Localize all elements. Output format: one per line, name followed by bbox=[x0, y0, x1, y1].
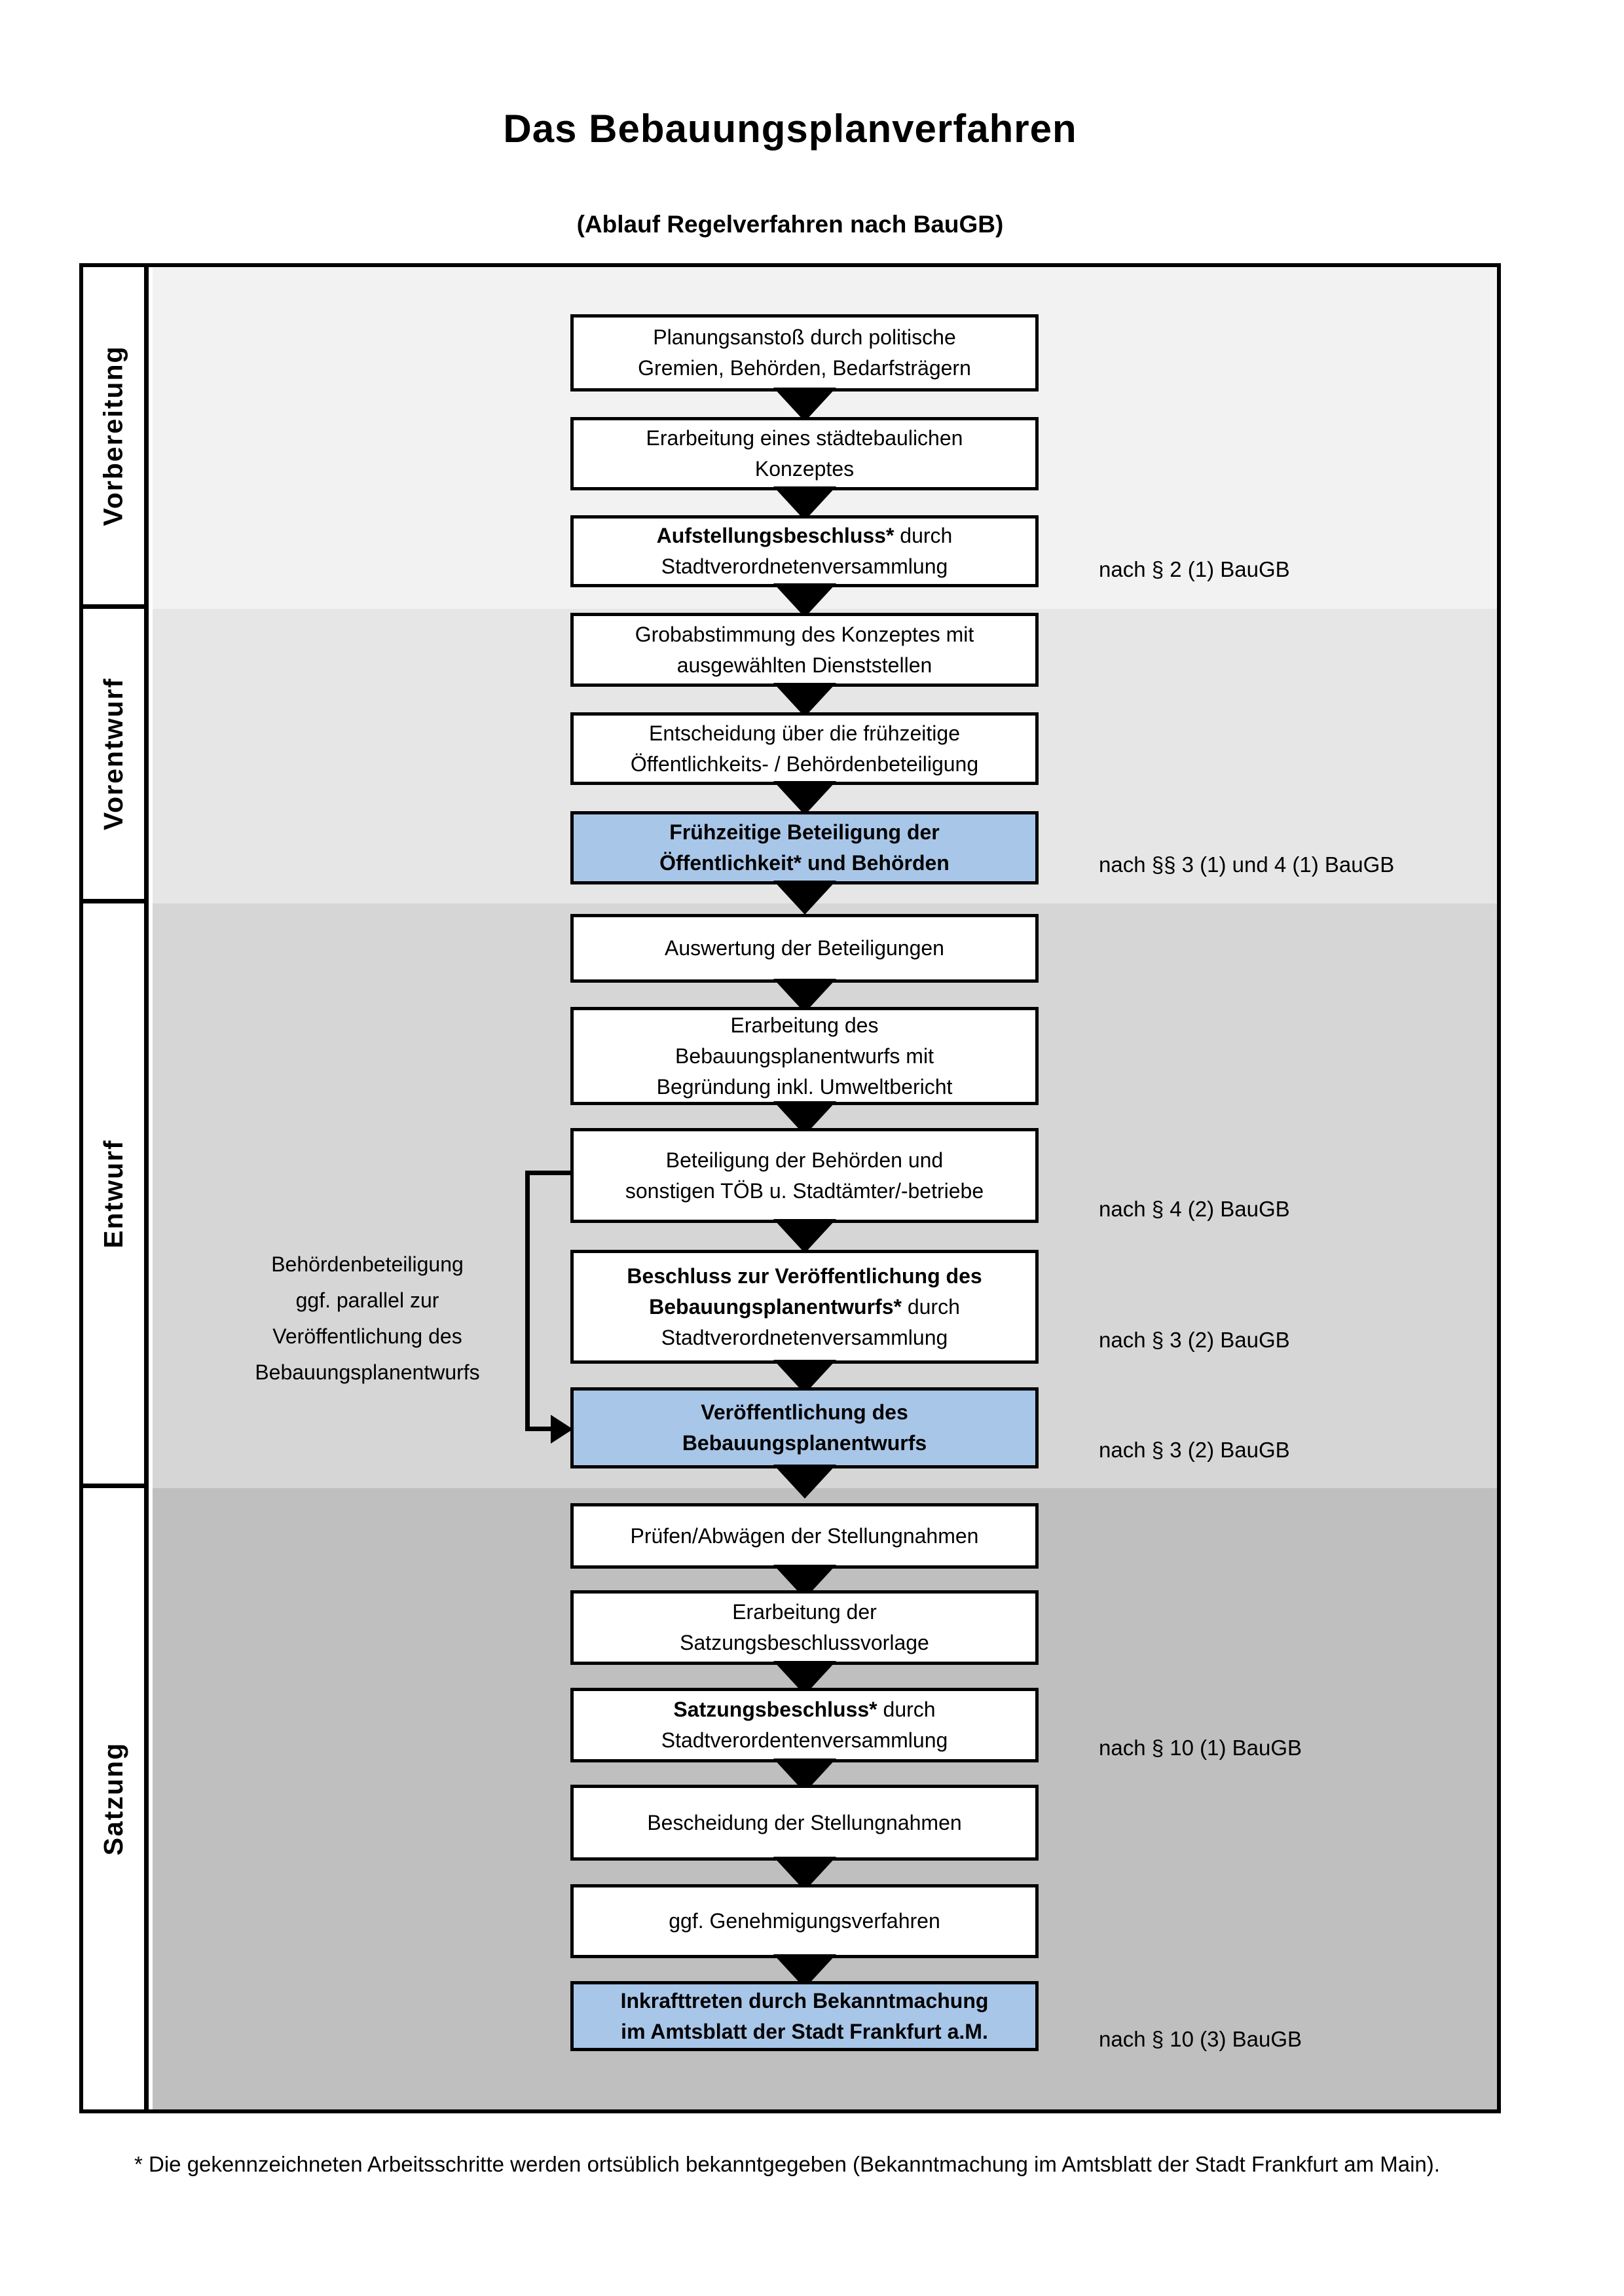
flow-arrow-down-icon bbox=[773, 486, 836, 520]
flow-box-line: Stadtverordentenversammlung bbox=[661, 1728, 948, 1752]
flow-box-line: Satzungsbeschlussvorlage bbox=[680, 1631, 929, 1654]
legal-reference-inkrafttreten: nach § 10 (3) BauGB bbox=[1099, 2027, 1302, 2051]
page-subtitle: (Ablauf Regelverfahren nach BauGB) bbox=[576, 211, 1004, 238]
flow-box-grobabstimmung: Grobabstimmung des Konzeptes mit ausgewäh… bbox=[570, 613, 1039, 687]
side-annotation-line: ggf. parallel zur bbox=[295, 1288, 439, 1312]
phase-label-satzung: Satzung bbox=[98, 1741, 128, 1856]
legal-reference-beschluss-veroeffentlichung: nach § 3 (2) BauGB bbox=[1099, 1328, 1290, 1352]
phase-label-cell-vorentwurf: Vorentwurf bbox=[83, 609, 149, 903]
flow-box-genehmigungsverfahren: ggf. Genehmigungsverfahren bbox=[570, 1884, 1039, 1958]
flow-arrow-down-icon bbox=[773, 881, 836, 915]
flowchart-frame: Vorbereitung Vorentwurf Entwurf Satzung … bbox=[79, 263, 1501, 2113]
flow-box-line: Öffentlichkeit* und Behörden bbox=[659, 851, 950, 875]
footnote: * Die gekennzeichneten Arbeitsschritte w… bbox=[134, 2152, 1440, 2176]
flow-box-line: Auswertung der Beteiligungen bbox=[665, 936, 944, 960]
flow-box-line: Beteiligung der Behörden und bbox=[665, 1148, 944, 1172]
flow-box-line: Begründung inkl. Umweltbericht bbox=[656, 1074, 953, 1099]
phase-label-cell-satzung: Satzung bbox=[83, 1488, 149, 2109]
bracket-bottom-segment bbox=[525, 1427, 554, 1431]
flow-box-line: Erarbeitung des bbox=[730, 1013, 879, 1037]
phase-label-cell-vorbereitung: Vorbereitung bbox=[83, 267, 149, 609]
legal-reference-fruehzeitige-beteiligung: nach §§ 3 (1) und 4 (1) BauGB bbox=[1099, 852, 1395, 877]
phase-label-vorentwurf: Vorentwurf bbox=[98, 677, 129, 831]
flow-box-inkrafttreten: Inkrafttreten durch Bekanntmachung im Amt… bbox=[570, 1981, 1039, 2051]
flow-box-line: Konzeptes bbox=[754, 457, 855, 481]
side-annotation-line: Bebauungsplanentwurfs bbox=[255, 1360, 480, 1384]
flow-box-line: Bebauungsplanentwurfs bbox=[682, 1431, 927, 1455]
flow-box-line: Beschluss zur Veröffentlichung des bbox=[627, 1264, 982, 1288]
flow-box-line: Erarbeitung der bbox=[732, 1600, 877, 1624]
flow-box-line: sonstigen TÖB u. Stadtämter/-betriebe bbox=[625, 1178, 984, 1203]
flow-box-line: Satzungsbeschluss* durch bbox=[673, 1698, 936, 1721]
flow-arrow-down-icon bbox=[773, 781, 836, 815]
phase-label-entwurf: Entwurf bbox=[98, 1139, 128, 1248]
side-annotation: Behördenbeteiligung ggf. parallel zur Ve… bbox=[217, 1247, 518, 1391]
legal-reference-aufstellungsbeschluss: nach § 2 (1) BauGB bbox=[1099, 557, 1290, 581]
flow-box-line: Entscheidung über die frühzeitige bbox=[649, 721, 960, 745]
flow-box-line: Planungsanstoß durch politische bbox=[653, 325, 956, 349]
flow-arrow-down-icon bbox=[773, 583, 836, 617]
flow-box-line: Aufstellungsbeschluss* durch bbox=[656, 524, 953, 547]
flow-box-line: Stadtverordnetenversammlung bbox=[661, 555, 948, 578]
flow-box-line: Stadtverordnetenversammlung bbox=[661, 1325, 948, 1349]
phase-label-vorbereitung: Vorbereitung bbox=[98, 345, 128, 526]
flow-arrow-down-icon bbox=[773, 1465, 836, 1499]
flow-box-beteiligung-behoerden: Beteiligung der Behörden und sonstigen TÖ… bbox=[570, 1128, 1039, 1223]
flow-box-line: im Amtsblatt der Stadt Frankfurt a.M. bbox=[621, 2019, 988, 2043]
flow-box-line: Gremien, Behörden, Bedarfsträgern bbox=[638, 356, 971, 380]
flow-box-auswertung: Auswertung der Beteiligungen bbox=[570, 914, 1039, 983]
bracket-arrowhead bbox=[551, 1415, 573, 1444]
flow-box-line: Öffentlichkeits- / Behördenbeteiligung bbox=[630, 752, 979, 776]
page-title: Das Bebauungsplanverfahren bbox=[503, 107, 1077, 151]
flow-box-line: ggf. Genehmigungsverfahren bbox=[669, 1909, 940, 1933]
bracket-vertical-segment bbox=[525, 1171, 530, 1431]
bracket-top-segment bbox=[525, 1171, 572, 1175]
legal-reference-veroeffentlichung: nach § 3 (2) BauGB bbox=[1099, 1438, 1290, 1462]
legal-reference-satzungsbeschluss: nach § 10 (1) BauGB bbox=[1099, 1736, 1302, 1760]
flow-box-line: Bebauungsplanentwurfs* durch bbox=[649, 1294, 960, 1319]
phase-label-cell-entwurf: Entwurf bbox=[83, 903, 149, 1488]
flow-arrow-down-icon bbox=[773, 1219, 836, 1253]
flow-box-line: Bescheidung der Stellungnahmen bbox=[647, 1810, 962, 1834]
flow-box-line: Veröffentlichung des bbox=[701, 1400, 908, 1424]
legal-reference-beteiligung-behoerden: nach § 4 (2) BauGB bbox=[1099, 1197, 1290, 1221]
side-annotation-line: Veröffentlichung des bbox=[272, 1324, 462, 1348]
flow-box-line: Grobabstimmung des Konzeptes mit bbox=[635, 622, 974, 646]
flow-box-line: ausgewählten Dienststellen bbox=[676, 653, 932, 677]
flow-box-pruefen-abwaegen: Prüfen/Abwägen der Stellungnahmen bbox=[570, 1503, 1039, 1569]
flow-arrow-down-icon bbox=[773, 683, 836, 717]
flow-box-line: Prüfen/Abwägen der Stellungnahmen bbox=[630, 1523, 979, 1548]
flow-box-line: Frühzeitige Beteiligung der bbox=[669, 820, 940, 844]
side-annotation-line: Behördenbeteiligung bbox=[271, 1252, 464, 1276]
flow-box-line: Inkrafttreten durch Bekanntmachung bbox=[620, 1988, 989, 2013]
flow-box-line: Bebauungsplanentwurfs mit bbox=[675, 1044, 934, 1068]
flow-box-bescheidung: Bescheidung der Stellungnahmen bbox=[570, 1785, 1039, 1861]
flow-arrow-down-icon bbox=[773, 388, 836, 422]
flow-box-line: Erarbeitung eines städtebaulichen bbox=[646, 426, 963, 450]
